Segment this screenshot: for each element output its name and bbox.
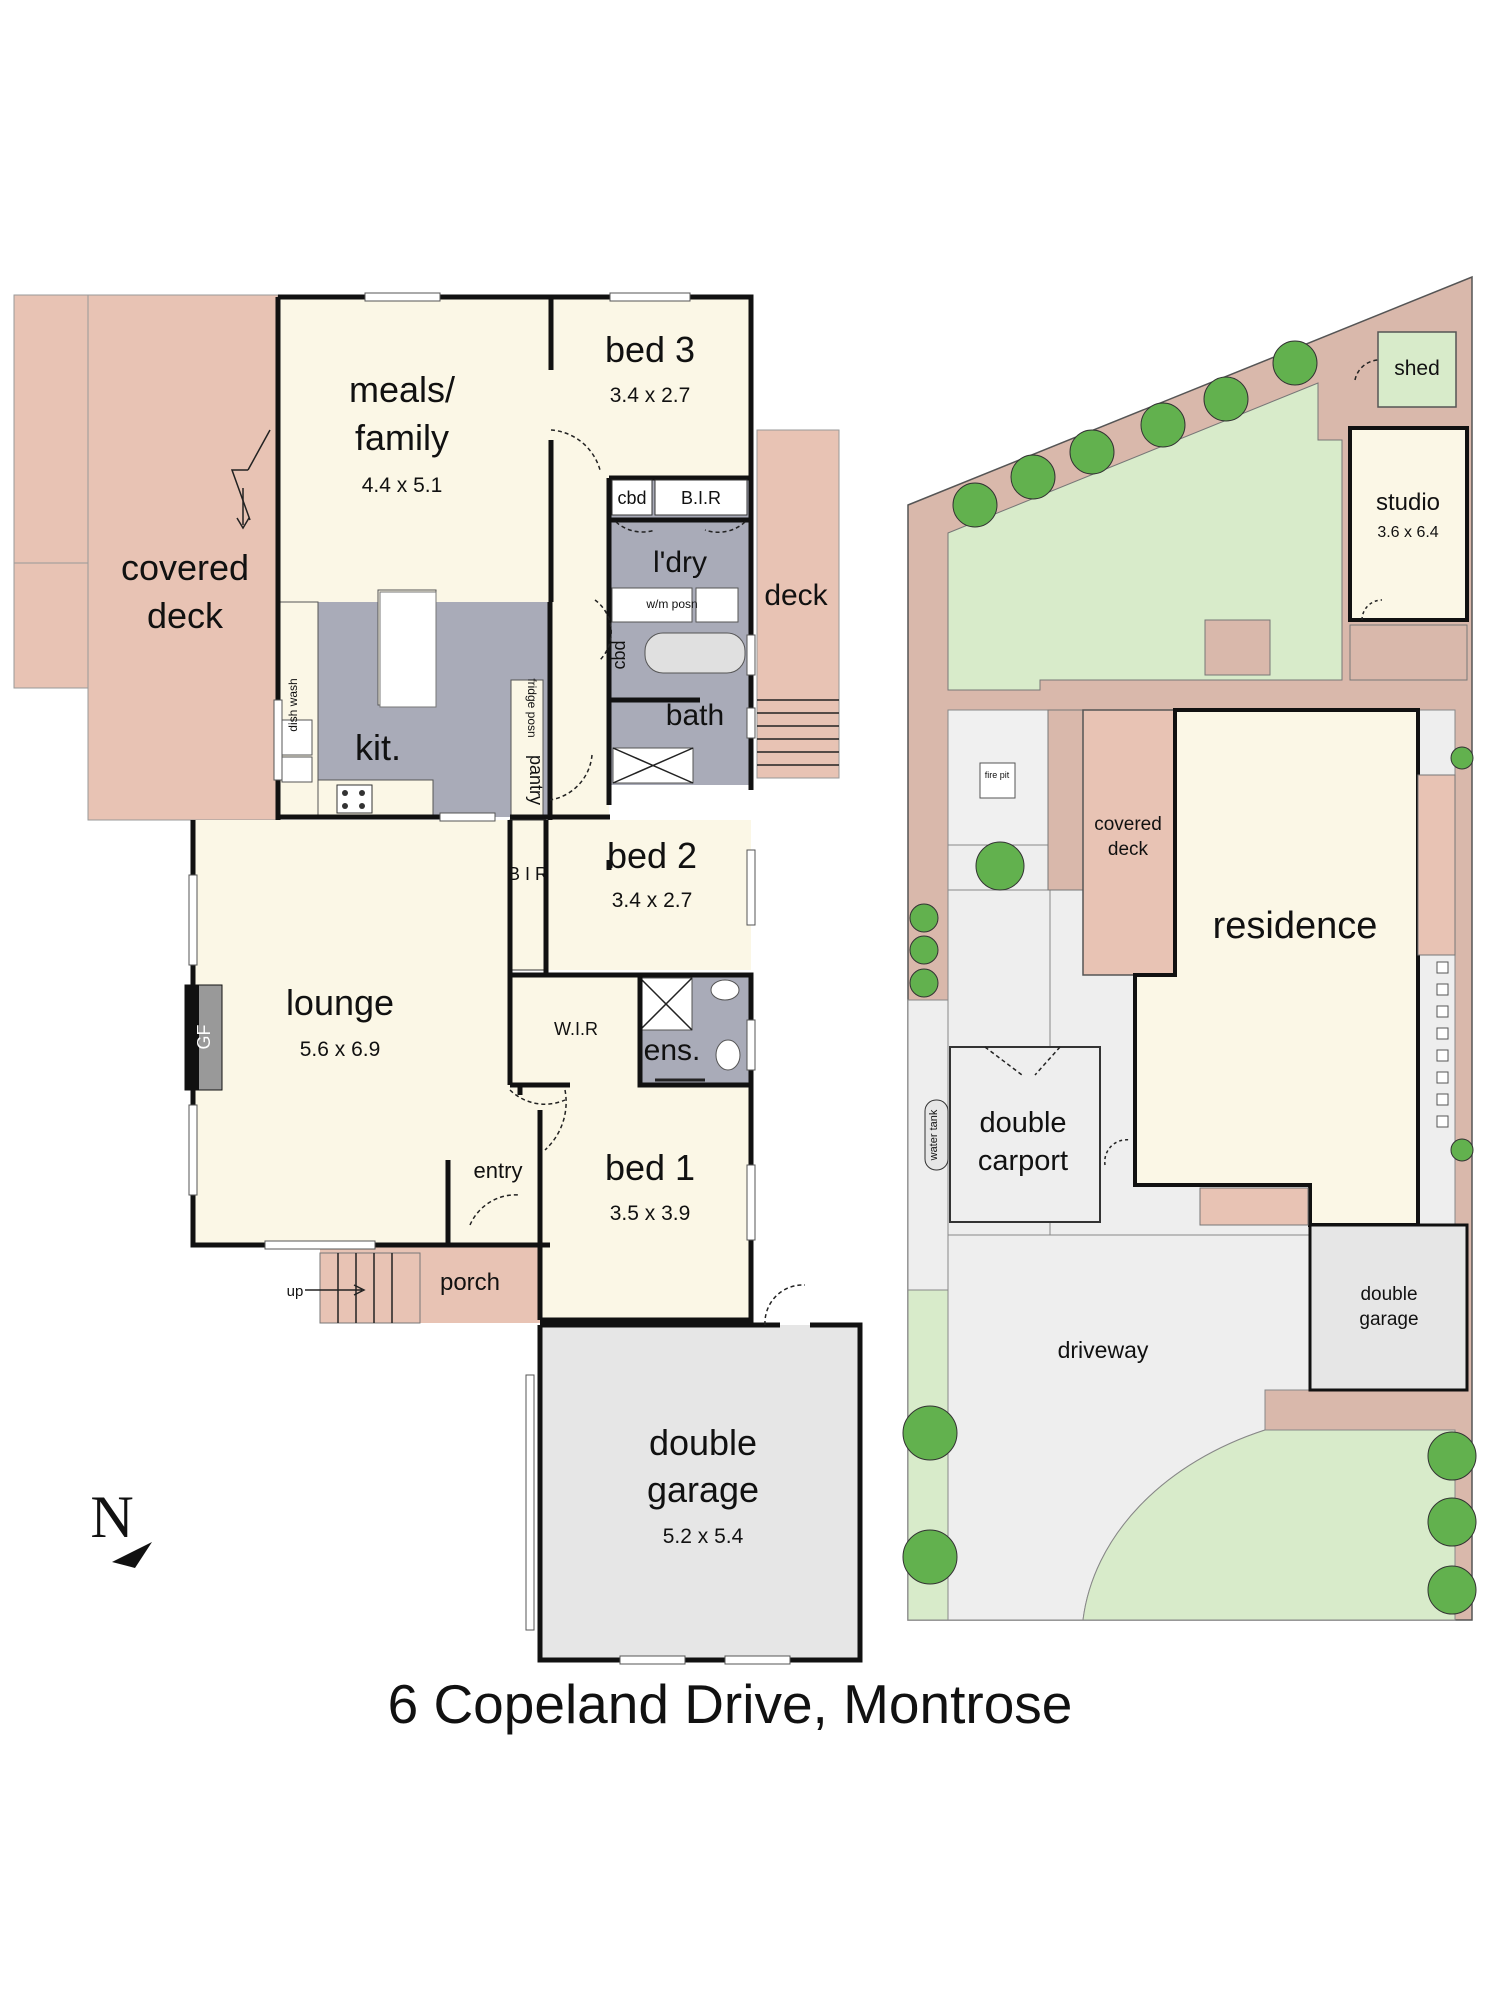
fridge-posn-label: fridge posn [525, 678, 539, 737]
garage-label-2: garage [647, 1469, 759, 1510]
meals-family-room [278, 297, 551, 602]
hallway [551, 478, 609, 868]
bath-label: bath [666, 699, 724, 732]
north-arrow: N [90, 1484, 152, 1568]
gf-label: GF [194, 1024, 214, 1049]
dishwash-label: dish wash [286, 678, 300, 731]
meals-family-label-2: family [355, 417, 449, 458]
bed3-label: bed 3 [605, 329, 695, 370]
cbd-bath-label: cbd [609, 640, 629, 669]
cbd-top-label: cbd [617, 488, 646, 508]
shed-building [1377, 331, 1457, 408]
carport-structure [949, 1046, 1101, 1223]
wir-label: W.I.R [554, 1019, 598, 1039]
residence-building [1133, 708, 1420, 1227]
north-label: N [90, 1484, 133, 1550]
bed1-room [540, 1085, 751, 1320]
site-garage-label: double [1360, 1284, 1417, 1305]
meals-family-label: meals/ [349, 369, 455, 410]
meals-family-dims: 4.4 x 5.1 [362, 474, 443, 497]
site-garage [1308, 1223, 1469, 1392]
driveway-label: driveway [1058, 1337, 1149, 1363]
fire-pit-label: fire pit [985, 770, 1010, 780]
east-deck-area [756, 429, 840, 779]
garage-dims: 5.2 x 5.4 [663, 1525, 744, 1548]
site-plan: shed studio 3.6 x 6.4 fire pit covered d… [902, 275, 1477, 1621]
ensuite-label: ens. [644, 1034, 701, 1067]
studio-building [1348, 426, 1469, 622]
bed2-label: bed 2 [607, 835, 697, 876]
carport-label-2: carport [978, 1145, 1068, 1177]
water-tank [924, 1099, 949, 1171]
covered-deck-label: covered [121, 547, 249, 588]
property-address-caption: 6 Copeland Drive, Montrose [387, 1673, 1073, 1735]
wm-posn-label: w/m posn [645, 597, 697, 611]
bir-side-label: B I R [508, 864, 548, 884]
walls [190, 294, 863, 1663]
bed2-dims: 3.4 x 2.7 [612, 889, 693, 912]
floor-plan: covered deck meals/ family 4.4 x 5.1 bed… [13, 292, 863, 1665]
site-covered-deck-label-2: deck [1108, 839, 1149, 860]
windows [188, 292, 791, 1665]
doors [469, 429, 806, 1326]
entry-area [448, 1085, 540, 1245]
site-covered-deck-label: covered [1094, 814, 1162, 835]
front-steps [305, 1252, 421, 1324]
studio-dims: 3.6 x 6.4 [1377, 524, 1438, 541]
studio-label: studio [1376, 489, 1440, 516]
residence-label: residence [1213, 905, 1378, 947]
covered-deck-label-2: deck [147, 595, 224, 636]
up-label: up [287, 1283, 304, 1300]
wir-room [510, 975, 640, 1085]
porch-label: porch [440, 1269, 500, 1296]
lounge-dims: 5.6 x 6.9 [300, 1038, 381, 1061]
lounge-label: lounge [286, 982, 394, 1023]
bed3-dims: 3.4 x 2.7 [610, 384, 691, 407]
covered-deck-area [13, 294, 279, 821]
bed1-label: bed 1 [605, 1147, 695, 1188]
laundry-label: l'dry [653, 546, 707, 579]
bed3-room [551, 297, 751, 480]
bed2-room [546, 820, 751, 970]
trees [902, 340, 1477, 1615]
site-covered-deck [1082, 709, 1176, 976]
shed-label: shed [1394, 357, 1440, 380]
bed1-dims: 3.5 x 3.9 [610, 1202, 691, 1225]
entry-label: entry [474, 1158, 523, 1183]
bir-top-label: B.I.R [681, 488, 721, 508]
water-tank-label: water tank [928, 1109, 940, 1161]
garage-label: double [649, 1422, 757, 1463]
kitchen-label: kit. [355, 727, 401, 768]
pantry-label: pantry [526, 755, 546, 805]
carport-label: double [979, 1107, 1066, 1139]
site-garage-label-2: garage [1359, 1309, 1418, 1330]
garage-room [540, 1325, 860, 1660]
deck-label: deck [764, 579, 828, 612]
